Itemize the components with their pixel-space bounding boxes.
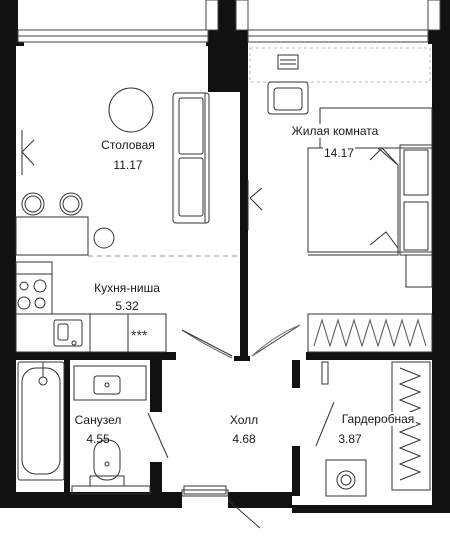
stove-icon: *** <box>131 327 148 343</box>
living-furniture <box>247 47 433 357</box>
walls <box>0 0 450 513</box>
room-name-kitchen: Кухня-ниша <box>94 281 160 295</box>
sink-icon <box>53 319 83 347</box>
dining-furniture: *** <box>15 87 240 359</box>
room-area-wardrobe: 3.87 <box>338 432 362 446</box>
bathroom-furniture <box>17 361 261 529</box>
room-area-bathroom: 4.55 <box>86 432 110 446</box>
room-name-dining: Столовая <box>101 138 155 152</box>
sink-bathroom-icon <box>73 365 147 401</box>
bathtub-icon <box>17 361 65 481</box>
washing-machine-icon <box>325 459 367 497</box>
dining-table-icon <box>108 87 154 133</box>
room-area-living: 14.17 <box>322 146 356 160</box>
cooktop-icon <box>17 279 47 310</box>
windows <box>17 0 441 43</box>
sofa-icon <box>172 92 210 224</box>
room-name-living: Жилая комната <box>290 124 380 138</box>
wardrobe-furniture <box>315 361 431 497</box>
room-area-hall: 4.68 <box>232 432 256 446</box>
desk-icon <box>249 47 431 115</box>
room-area-dining: 11.17 <box>113 158 143 172</box>
room-name-bathroom: Санузел <box>74 413 122 427</box>
room-name-wardrobe: Гардеробная <box>340 412 416 426</box>
toilet-icon <box>89 439 125 487</box>
room-name-hall: Холл <box>229 413 259 427</box>
room-area-kitchen: 5.32 <box>115 299 139 313</box>
